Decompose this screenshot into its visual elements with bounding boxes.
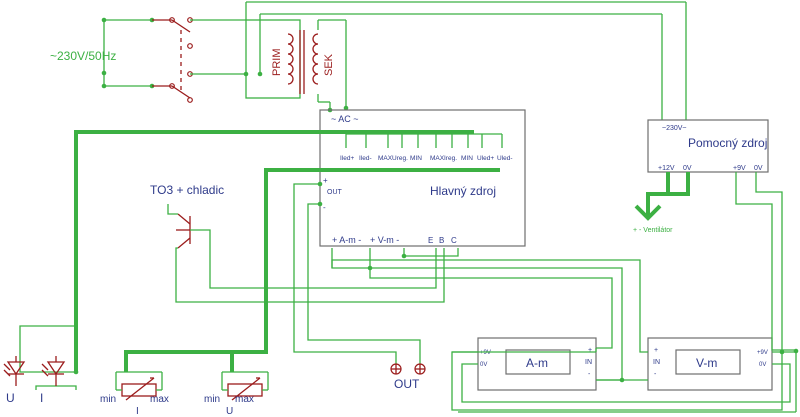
fan-output: + - Ventilátor — [633, 172, 690, 234]
pin-iled-minus: Iled- — [359, 155, 372, 162]
main-psu-pin-stubs — [345, 133, 503, 148]
mains-switch: ~230V/50Hz — [50, 17, 246, 103]
pin-uled-minus: Uled- — [497, 155, 513, 162]
pin-min-i: MIN — [461, 155, 473, 162]
potentiometer-i: min max I — [100, 371, 169, 417]
main-psu-out-label: OUT — [327, 189, 343, 196]
main-psu-am-label: + A-m - — [332, 235, 361, 245]
pin-max-i: MAX — [430, 155, 445, 162]
pin-ireg: Ireg. — [444, 155, 457, 162]
output-label: OUT — [394, 377, 420, 391]
output-terminals: OUT — [390, 363, 426, 391]
main-psu-e: E — [428, 236, 433, 245]
pin-max-u: MAX — [378, 155, 393, 162]
aux-psu: ~230V~ Pomocný zdroj +12V 0V +9V 0V — [647, 119, 769, 173]
thick-bus — [74, 130, 500, 372]
voltmeter: V-m + IN - +9V 0V — [647, 337, 773, 391]
ammeter-in-plus: + — [588, 347, 592, 354]
ammeter-pwr-plus: +9V — [480, 350, 491, 356]
main-psu: ~ AC ~ Hlavný zdroj Iled+ Iled- MAX Ureg… — [319, 109, 526, 247]
potentiometer-u: min max U — [204, 371, 269, 417]
voltmeter-in-plus: + — [654, 347, 658, 354]
mains-label: ~230V/50Hz — [50, 49, 116, 63]
pot-u-max: max — [235, 394, 254, 405]
main-psu-ac-label: ~ AC ~ — [331, 114, 359, 124]
transformer: PRIM SEK — [243, 19, 349, 113]
main-psu-out-plus: + — [323, 176, 328, 185]
aux-psu-12v: +12V — [658, 165, 675, 172]
ammeter-pwr-zero: 0V — [480, 362, 487, 368]
main-psu-title: Hlavný zdroj — [430, 184, 496, 198]
voltmeter-title: V-m — [696, 356, 717, 370]
ammeter: A-m +9V 0V + IN - — [477, 337, 597, 391]
main-psu-out-minus: - — [323, 203, 326, 212]
ammeter-title: A-m — [526, 356, 548, 370]
main-psu-pin-labels: Iled+ Iled- MAX Ureg. MIN MAX Ireg. MIN … — [340, 155, 513, 162]
main-psu-vm-label: + V-m - — [370, 235, 399, 245]
main-psu-c: C — [451, 236, 457, 245]
aux-psu-ac: ~230V~ — [662, 125, 687, 132]
transistor: TO3 + chladic — [150, 183, 445, 303]
transistor-label: TO3 + chladic — [150, 183, 224, 197]
ammeter-in: IN — [585, 359, 592, 366]
fan-label: + - Ventilátor — [633, 227, 673, 234]
pot-i-min: min — [100, 394, 116, 405]
led-indicators: U I — [3, 325, 79, 405]
voltmeter-in-minus: - — [654, 371, 657, 378]
pin-uled-plus: Uled+ — [477, 155, 494, 162]
aux-ac-wiring — [245, 1, 687, 120]
pot-u-min: min — [204, 394, 220, 405]
transformer-secondary-label: SEK — [323, 53, 335, 76]
voltmeter-pwr-zero: 0V — [759, 362, 766, 368]
pin-iled-plus: Iled+ — [340, 155, 354, 162]
led-u-label: U — [6, 391, 15, 405]
aux-psu-0v-a: 0V — [683, 165, 692, 172]
led-i-label: I — [40, 391, 43, 405]
pin-min-u: MIN — [410, 155, 422, 162]
aux-psu-9v: +9V — [733, 165, 746, 172]
pot-i-label: I — [136, 406, 139, 417]
meter-wiring — [331, 172, 799, 413]
aux-psu-0v-b: 0V — [754, 165, 763, 172]
pot-u-label: U — [226, 406, 233, 417]
voltmeter-pwr-plus: +9V — [757, 350, 768, 356]
pin-ureg: Ureg. — [392, 155, 408, 162]
main-psu-b: B — [439, 236, 444, 245]
ammeter-in-minus: - — [588, 371, 591, 378]
pot-i-max: max — [150, 394, 169, 405]
voltmeter-in: IN — [653, 359, 660, 366]
aux-psu-title: Pomocný zdroj — [688, 136, 767, 150]
transformer-primary-label: PRIM — [271, 49, 283, 77]
main-psu-output-wiring — [293, 181, 623, 381]
